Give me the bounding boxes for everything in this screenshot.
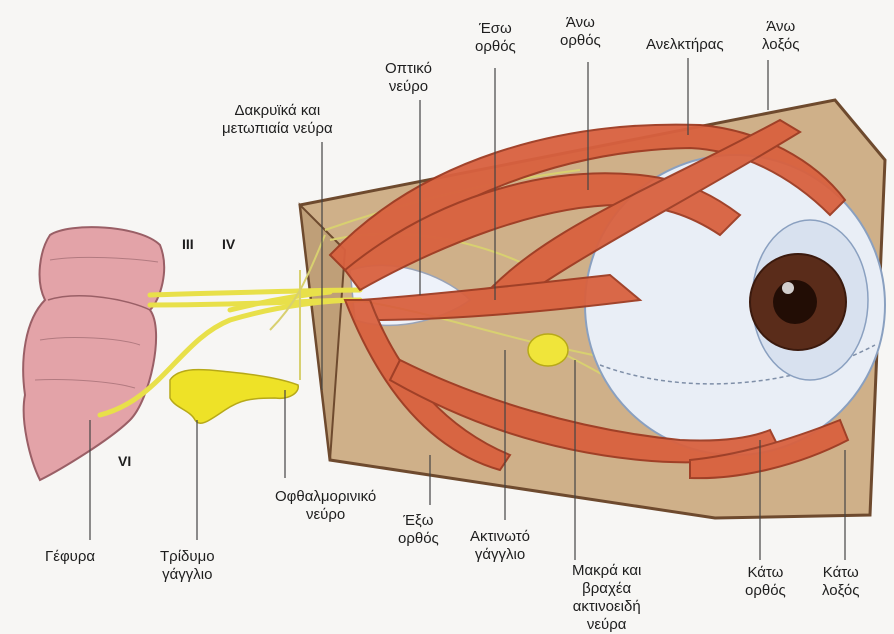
- label-nerve-vi: VI: [118, 453, 131, 469]
- label-medial-rectus: Έσω ορθός: [475, 20, 516, 56]
- label-ciliary-ganglion: Ακτινωτό γάγγλιο: [470, 528, 530, 564]
- label-superior-oblique: Άνω λοξός: [762, 18, 800, 54]
- pupil-highlight: [782, 282, 794, 294]
- trigeminal-ganglion: [170, 370, 298, 424]
- label-superior-rectus: Άνω ορθός: [560, 14, 601, 50]
- label-ciliary-nerves: Μακρά και βραχέα ακτινοειδή νεύρα: [572, 562, 641, 634]
- label-lacrimal-frontal-nerves: Δακρυϊκά και μετωπιαία νεύρα: [222, 102, 333, 138]
- label-levator: Ανελκτήρας: [646, 36, 724, 54]
- label-nasociliary-nerve: Οφθαλμορινικό νεύρο: [275, 488, 376, 524]
- label-lateral-rectus: Έξω ορθός: [398, 512, 439, 548]
- pupil: [773, 280, 817, 324]
- ciliary-ganglion: [528, 334, 568, 366]
- label-nerve-iii: III: [182, 236, 194, 252]
- label-trigeminal-ganglion: Τρίδυμο γάγγλιο: [160, 548, 215, 584]
- label-optic-nerve: Οπτικό νεύρο: [385, 60, 432, 96]
- label-inferior-rectus: Κάτω ορθός: [745, 564, 786, 600]
- pons-brainstem: [23, 227, 164, 480]
- label-inferior-oblique: Κάτω λοξός: [822, 564, 860, 600]
- label-nerve-iv: IV: [222, 236, 235, 252]
- label-pons: Γέφυρα: [45, 548, 95, 566]
